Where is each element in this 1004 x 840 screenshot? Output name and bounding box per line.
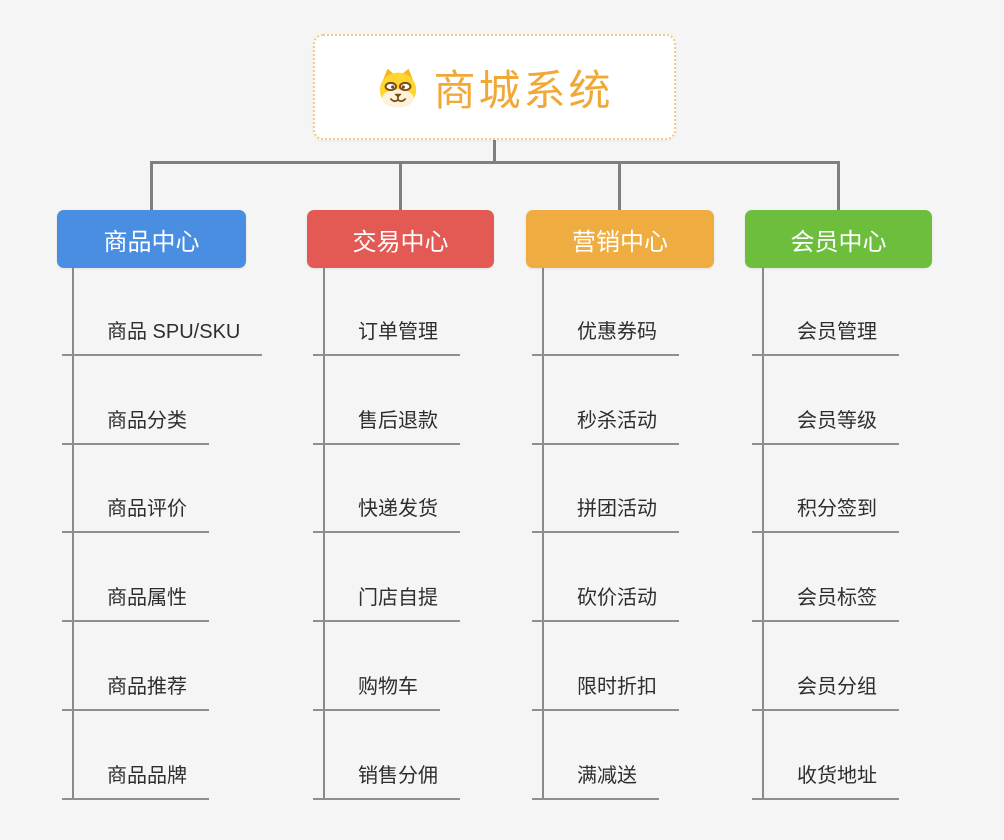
leaf-node[interactable]: 商品推荐 — [62, 673, 209, 711]
leaf-node[interactable]: 拼团活动 — [532, 495, 679, 533]
leaf-node[interactable]: 会员管理 — [752, 318, 899, 356]
branch-drop-line — [150, 161, 153, 210]
leaf-label: 优惠券码 — [577, 321, 657, 343]
leaf-node[interactable]: 会员标签 — [752, 584, 899, 622]
leaf-node[interactable]: 满减送 — [532, 762, 659, 800]
leaf-node[interactable]: 收货地址 — [752, 762, 899, 800]
leaf-node[interactable]: 会员分组 — [752, 673, 899, 711]
leaf-node[interactable]: 积分签到 — [752, 495, 899, 533]
leaf-label: 砍价活动 — [577, 587, 657, 609]
branch-drop-line — [618, 161, 621, 210]
leaf-label: 积分签到 — [797, 498, 877, 520]
leaf-node[interactable]: 秒杀活动 — [532, 407, 679, 445]
leaf-node[interactable]: 商品分类 — [62, 407, 209, 445]
leaf-node[interactable]: 限时折扣 — [532, 673, 679, 711]
leaf-label: 会员标签 — [797, 587, 877, 609]
leaf-label: 商品分类 — [107, 410, 187, 432]
column-trunk-line — [323, 268, 325, 800]
leaf-label: 会员分组 — [797, 676, 877, 698]
leaf-label: 购物车 — [358, 676, 418, 698]
branch-node-marketing-center[interactable]: 营销中心 — [526, 210, 714, 268]
branch-label: 营销中心 — [572, 228, 668, 256]
leaf-label: 会员管理 — [797, 321, 877, 343]
leaf-node[interactable]: 快递发货 — [313, 495, 460, 533]
branch-label: 会员中心 — [790, 228, 887, 256]
column-trunk-line — [762, 268, 764, 800]
leaf-label: 快递发货 — [358, 498, 438, 520]
leaf-label: 收货地址 — [797, 765, 877, 787]
leaf-label: 订单管理 — [358, 321, 438, 343]
branch-node-trade-center[interactable]: 交易中心 — [307, 210, 494, 268]
leaf-node[interactable]: 商品评价 — [62, 495, 209, 533]
leaf-label: 商品品牌 — [107, 765, 187, 787]
column-trunk-line — [72, 268, 74, 800]
leaf-label: 售后退款 — [358, 410, 438, 432]
dog-face-icon — [375, 65, 421, 109]
leaf-label: 门店自提 — [358, 587, 438, 609]
leaf-node[interactable]: 商品属性 — [62, 584, 209, 622]
leaf-node[interactable]: 购物车 — [313, 673, 440, 711]
leaf-label: 商品推荐 — [107, 676, 187, 698]
leaf-node[interactable]: 门店自提 — [313, 584, 460, 622]
branch-node-member-center[interactable]: 会员中心 — [745, 210, 932, 268]
branch-node-product-center[interactable]: 商品中心 — [57, 210, 246, 268]
leaf-node[interactable]: 订单管理 — [313, 318, 460, 356]
leaf-node[interactable]: 优惠券码 — [532, 318, 679, 356]
leaf-node[interactable]: 销售分佣 — [313, 762, 460, 800]
leaf-label: 商品 SPU/SKU — [107, 321, 241, 343]
root-node[interactable]: 商城系统 — [313, 34, 676, 140]
leaf-label: 商品评价 — [107, 498, 187, 520]
leaf-node[interactable]: 商品品牌 — [62, 762, 209, 800]
connector-horizontal-line — [150, 161, 840, 164]
branch-label: 交易中心 — [352, 228, 449, 256]
branch-label: 商品中心 — [103, 228, 200, 256]
leaf-label: 销售分佣 — [358, 765, 438, 787]
column-trunk-line — [542, 268, 544, 800]
leaf-label: 商品属性 — [107, 587, 187, 609]
leaf-label: 拼团活动 — [577, 498, 657, 520]
leaf-node[interactable]: 商品 SPU/SKU — [62, 318, 263, 356]
leaf-label: 会员等级 — [797, 410, 877, 432]
leaf-node[interactable]: 会员等级 — [752, 407, 899, 445]
leaf-node[interactable]: 售后退款 — [313, 407, 460, 445]
leaf-label: 限时折扣 — [577, 676, 657, 698]
branch-drop-line — [837, 161, 840, 210]
leaf-node[interactable]: 砍价活动 — [532, 584, 679, 622]
leaf-label: 满减送 — [577, 765, 637, 787]
leaf-label: 秒杀活动 — [577, 410, 657, 432]
root-title: 商城系统 — [433, 66, 614, 114]
connector-root-trunk — [493, 140, 496, 164]
branch-drop-line — [399, 161, 402, 210]
